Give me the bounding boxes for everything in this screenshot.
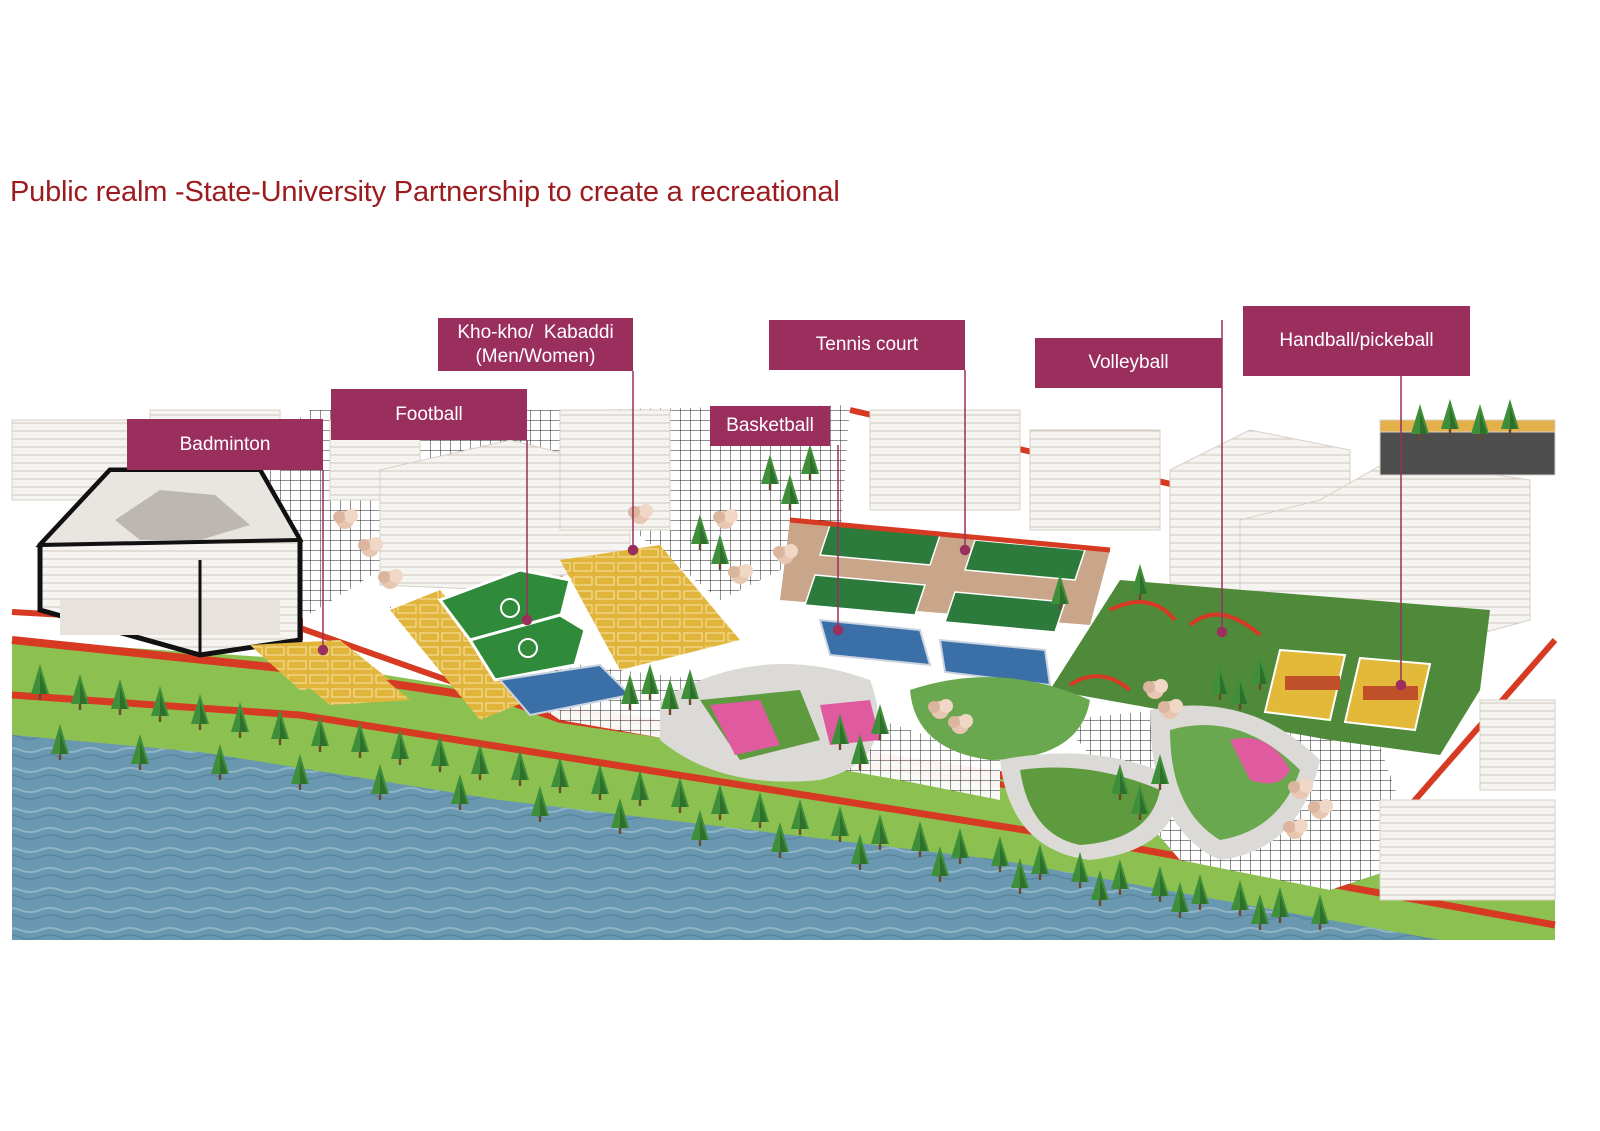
callout-tennis-court: Tennis court (769, 320, 965, 370)
callout-volleyball: Volleyball (1035, 338, 1222, 388)
callout-basketball-text: Basketball (726, 415, 814, 437)
basketball-courts (498, 618, 1052, 717)
kabaddi-courts (390, 545, 740, 720)
callout-volleyball-text: Volleyball (1088, 352, 1169, 374)
university-building (35, 467, 304, 658)
callout-football-text: Football (395, 403, 463, 425)
volleyball-handball-fields (1050, 580, 1490, 755)
badminton-courts (250, 640, 410, 705)
central-garden (660, 664, 1320, 860)
callout-football: Football (331, 389, 527, 440)
football-pitches (437, 568, 587, 682)
callout-kho-kho-line1: Kho-kho/ Kabaddi (457, 321, 614, 343)
tennis-courts (780, 517, 1111, 633)
callout-badminton-text: Badminton (179, 433, 271, 455)
callout-kho-kho-line2: (Men/Women) (475, 345, 596, 367)
page-title: Public realm -State-University Partnersh… (10, 176, 840, 208)
callout-badminton: Badminton (127, 419, 323, 470)
callout-leader-lines (317, 320, 1407, 691)
callout-basketball: Basketball (710, 406, 830, 446)
callout-handball-text: Handball/pickeball (1279, 330, 1434, 352)
callout-handball-pickeball: Handball/pickeball (1243, 306, 1470, 376)
callout-tennis-court-text: Tennis court (815, 334, 919, 356)
callout-kho-kho-kabaddi: Kho-kho/ Kabaddi (Men/Women) (438, 318, 633, 371)
